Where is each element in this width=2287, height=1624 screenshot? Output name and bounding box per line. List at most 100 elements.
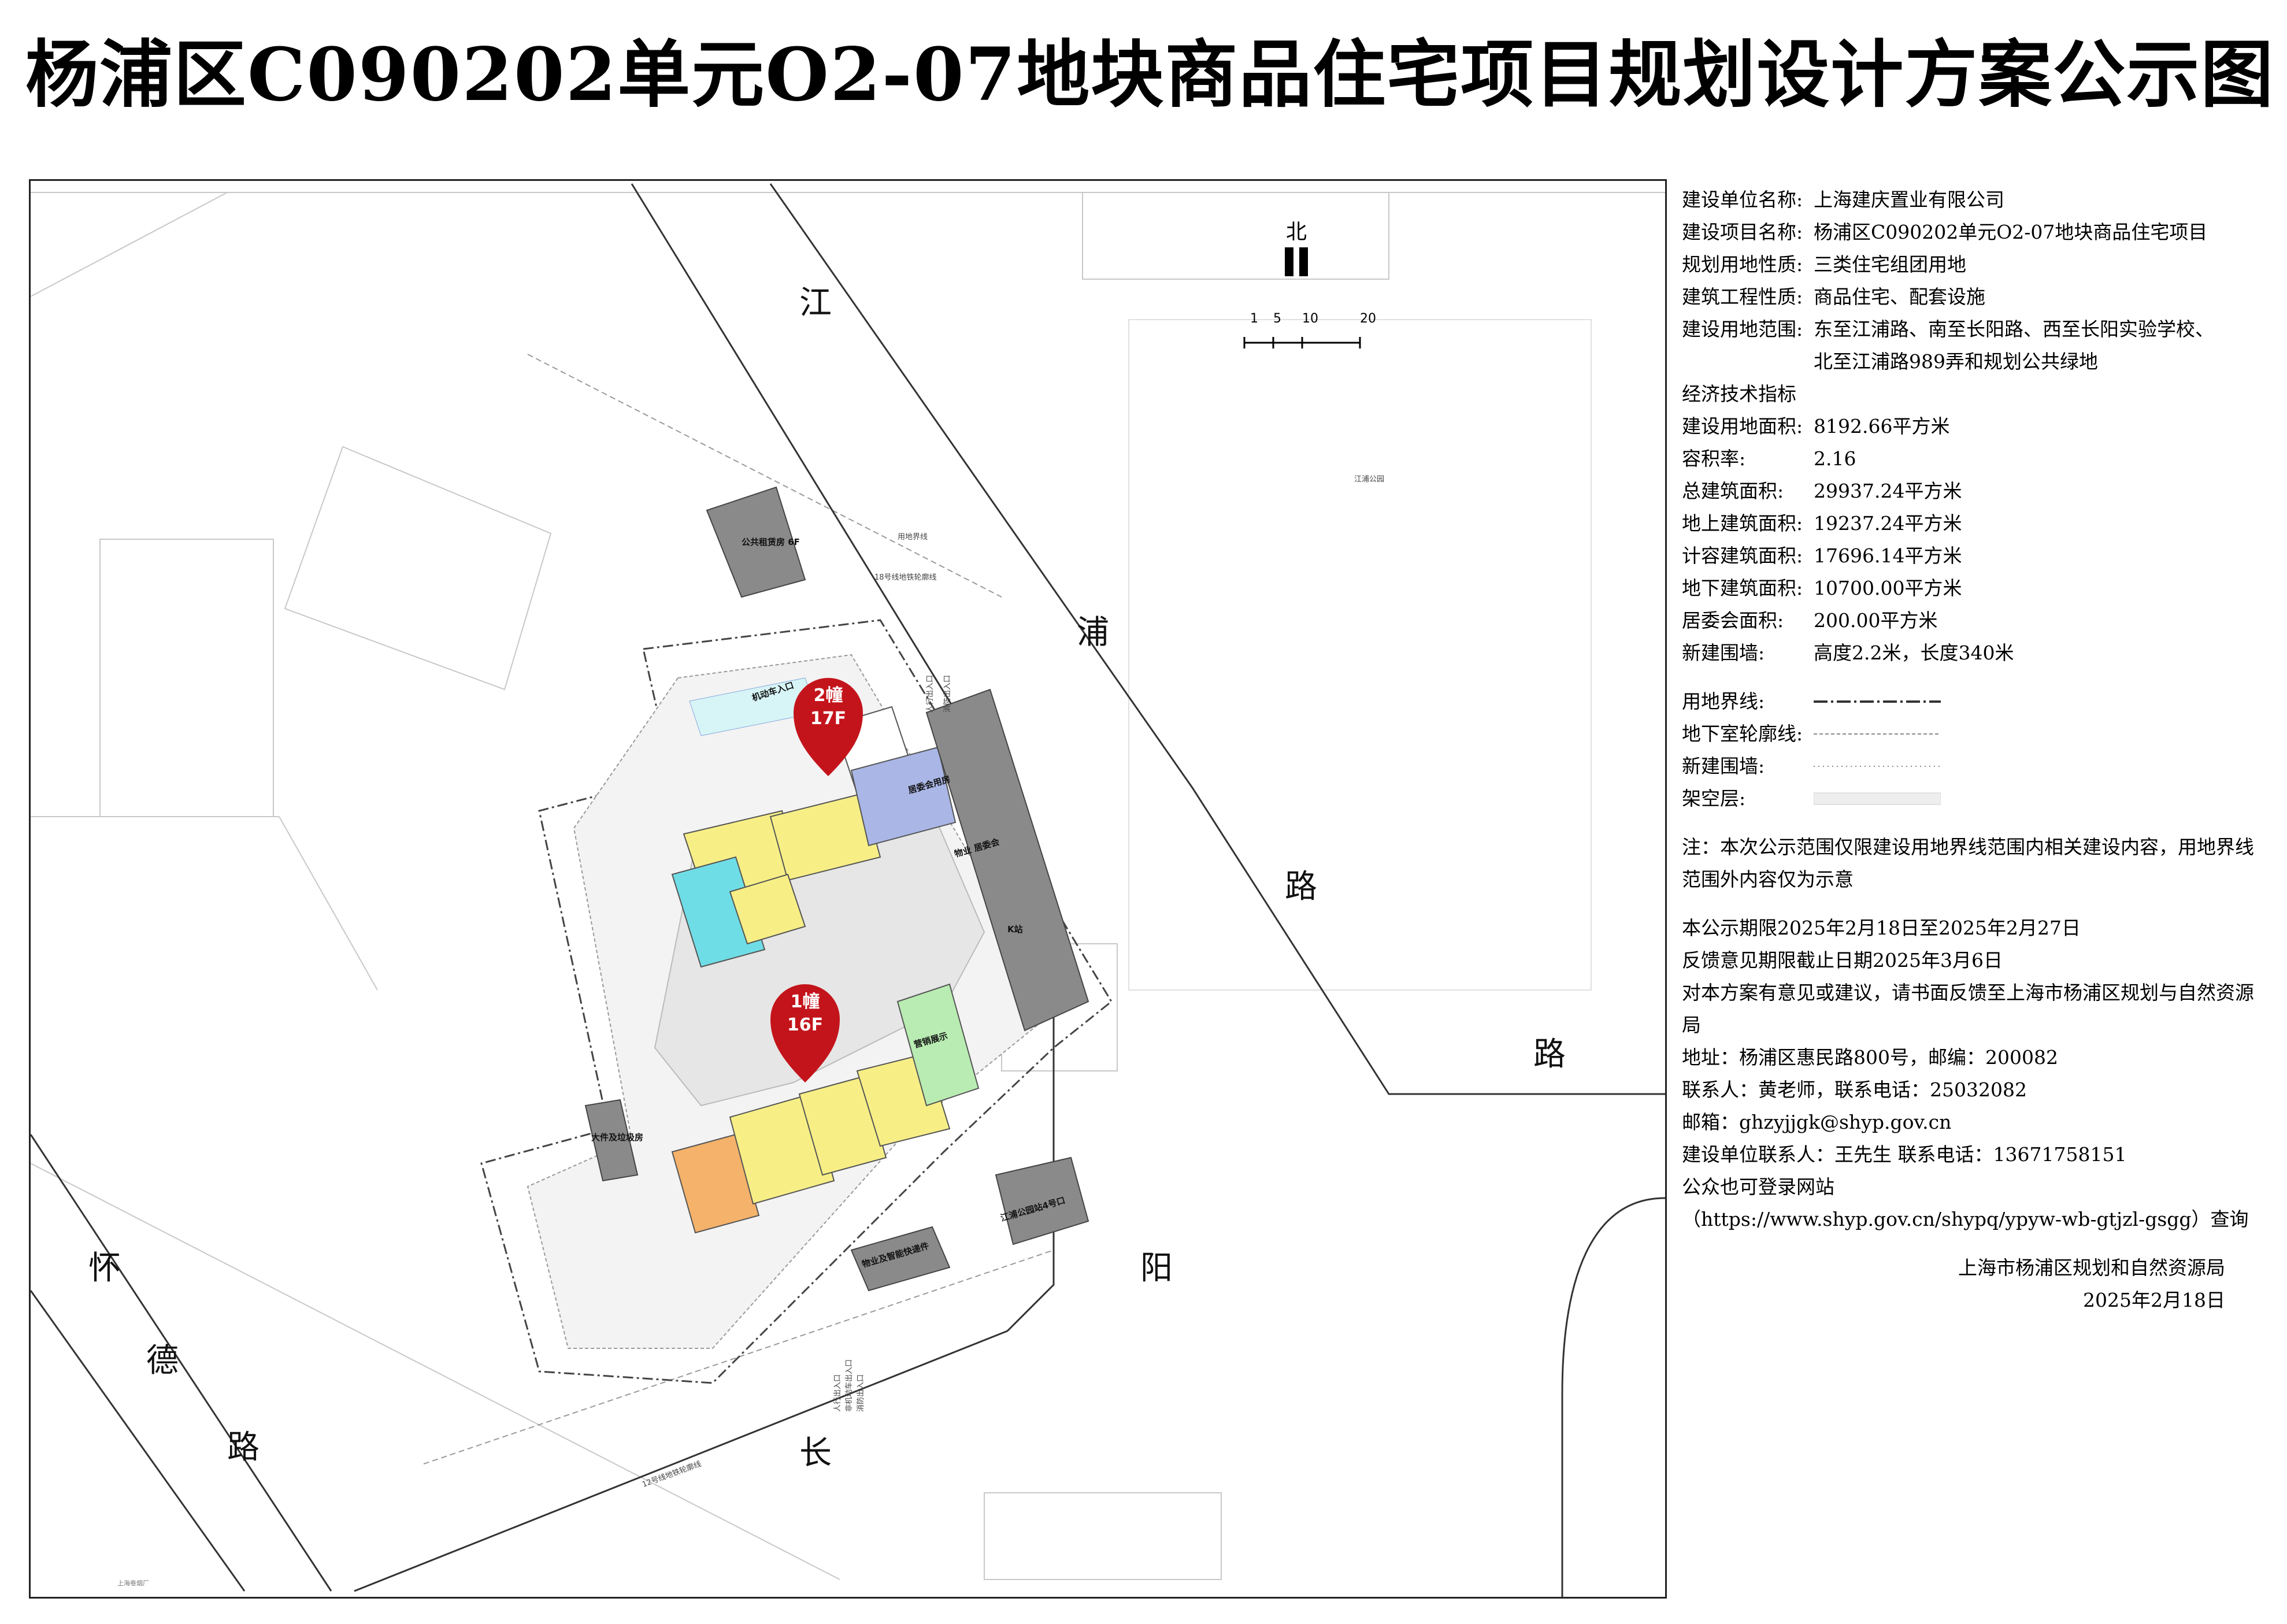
metric-key: 总建筑面积:	[1682, 480, 1784, 502]
legend-key: 架空层:	[1682, 787, 1746, 810]
scale-label-5: 5	[1273, 312, 1281, 326]
project-key: 建设项目名称:	[1682, 221, 1803, 243]
building-2-name: 2幢	[814, 685, 843, 706]
building-1-floors: 16F	[787, 1015, 823, 1035]
nature-value: 商品住宅、配套设施	[1814, 286, 1985, 308]
metric-key: 地下建筑面积:	[1682, 577, 1803, 599]
metric-value: 200.00平方米	[1814, 609, 1938, 632]
metric-key: 建设用地面积:	[1682, 415, 1803, 437]
line18-label: 18号线地铁轮廓线	[874, 573, 937, 582]
legend-key: 用地界线:	[1682, 690, 1765, 713]
building-1-marker[interactable]: 1幢 16F	[770, 984, 840, 1082]
site-plan-map[interactable]: 居委会用房 物业 居委会 K站 机动车入口 公共租赁房 6F 营销展示 大件及垃…	[29, 179, 1667, 1599]
road-char-yang: 阳	[1140, 1249, 1173, 1287]
metric-key: 新建围墙:	[1682, 642, 1765, 664]
metric-row: 容积率: 2.16	[1682, 443, 2266, 475]
scope-line-2: 北至江浦路989弄和规划公共绿地	[1814, 350, 2098, 373]
garbage-label: 大件及垃圾房	[591, 1132, 643, 1143]
info-panel: 建设单位名称:上海建庆置业有限公司 建设项目名称: 杨浦区C090202单元O2-…	[1682, 184, 2266, 1317]
jiangpu-station-building[interactable]	[995, 1156, 1089, 1245]
road-char-lu2: 路	[1533, 1036, 1566, 1073]
background-linework	[31, 192, 1665, 1580]
road-huaide	[31, 1134, 332, 1592]
legend-land-line	[1814, 700, 1941, 703]
bike-entrance-label: 非机动车出入口	[844, 1359, 854, 1412]
road-char-huai: 怀	[88, 1249, 121, 1287]
builder-contact: 建设单位联系人：王先生 联系电话：13671758151	[1682, 1143, 2127, 1166]
website-line: 公众也可登录网站	[1682, 1176, 1834, 1198]
date: 2025年2月18日	[2083, 1289, 2225, 1311]
metric-value: 29937.24平方米	[1814, 480, 1962, 502]
website[interactable]: （https://www.shyp.gov.cn/shypq/ypyw-wb-g…	[1682, 1208, 2249, 1230]
metric-row: 计容建筑面积:17696.14平方米	[1682, 540, 2266, 572]
road-jiangpu	[354, 183, 1665, 1597]
metric-row: 地上建筑面积:19237.24平方米	[1682, 507, 2266, 540]
scale-label-10: 10	[1302, 312, 1318, 326]
building-1[interactable]: 营销展示	[671, 983, 980, 1234]
jiangpu-garden-label: 江浦公园	[1354, 475, 1384, 484]
page-title: 杨浦区C090202单元O2-07地块商品住宅项目规划设计方案公示图	[25, 32, 2275, 117]
pedestrian-entrance2-label: 人行出入口	[833, 1374, 842, 1412]
issuer: 上海市杨浦区规划和自然资源局	[1958, 1256, 2225, 1279]
garbage-building[interactable]	[584, 1099, 639, 1182]
builder-row: 建设单位名称:上海建庆置业有限公司	[1682, 184, 2266, 216]
building-2-marker[interactable]: 2幢 17F	[794, 678, 863, 776]
legend-stilt-floor	[1814, 792, 1941, 805]
public-rental-label: 公共租赁房 6F	[742, 537, 800, 547]
address: 地址：杨浦区惠民路800号，邮编：200082	[1682, 1046, 2058, 1069]
project-value: 杨浦区C090202单元O2-07地块商品住宅项目	[1814, 221, 2208, 243]
metro-outline-lines	[423, 354, 1054, 1464]
scope-key: 建设用地范围:	[1682, 318, 1803, 340]
deadline: 反馈意见期限截止日期2025年3月6日	[1682, 949, 2003, 972]
property-smart-building[interactable]	[850, 1226, 951, 1292]
tobacco-factory-label: 上海卷烟厂	[117, 1579, 149, 1587]
land-use-key: 规划用地性质:	[1682, 253, 1803, 276]
legend-row: 新建围墙:	[1682, 750, 2266, 783]
metric-row: 居委会面积: 200.00平方米	[1682, 605, 2266, 637]
metric-row: 地下建筑面积: 10700.00平方米	[1682, 572, 2266, 605]
metric-row: 总建筑面积: 29937.24平方米	[1682, 475, 2266, 507]
legend-basement-line	[1814, 733, 1941, 735]
pedestrian-entrance-label: 人行出入口	[926, 675, 935, 713]
note: 注：本次公示范围仅限建设用地界线范围内相关建设内容，用地界线范围外内容仅为示意	[1682, 836, 2254, 891]
site-boundary	[480, 619, 1113, 1384]
email[interactable]: 邮箱：ghzyjjgk@shyp.gov.cn	[1682, 1111, 1952, 1133]
road-char-chang: 长	[799, 1434, 832, 1472]
metric-row: 建设用地面积:8192.66平方米	[1682, 410, 2266, 443]
nature-key: 建筑工程性质:	[1682, 286, 1803, 308]
metric-value: 19237.24平方米	[1814, 512, 1962, 535]
scope-row: 建设用地范围: 东至江浦路、南至长阳路、西至长阳实验学校、	[1682, 313, 2266, 346]
scale-bar: 1 5 10 20	[1243, 312, 1376, 348]
building-1-name: 1幢	[791, 992, 820, 1012]
scope-line-1: 东至江浦路、南至长阳路、西至长阳实验学校、	[1814, 318, 2214, 340]
metric-row: 新建围墙:高度2.2米，长度340米	[1682, 637, 2266, 669]
builder-value: 上海建庆置业有限公司	[1814, 188, 2004, 211]
fire-entrance-label: 消防出入口	[943, 675, 952, 713]
north-arrow: 北	[1285, 220, 1308, 276]
scope-row-2: 北至江浦路989弄和规划公共绿地	[1682, 346, 2266, 378]
metric-key: 容积率:	[1682, 447, 1746, 470]
metric-value: 2.16	[1814, 447, 1856, 470]
legend-key: 地下室轮廓线:	[1682, 722, 1803, 745]
legend-wall-line	[1814, 766, 1941, 767]
road-char-lu1: 路	[1285, 868, 1317, 906]
ka-label: K站	[1007, 924, 1023, 935]
metric-value: 17696.14平方米	[1814, 544, 1962, 567]
scale-label-1: 1	[1250, 312, 1258, 326]
nature-row: 建筑工程性质: 商品住宅、配套设施	[1682, 281, 2266, 313]
road-char-de: 德	[146, 1342, 179, 1380]
land-use-row: 规划用地性质:三类住宅组团用地	[1682, 249, 2266, 281]
public-rental-building[interactable]	[706, 486, 806, 598]
fire-entrance2-label: 消防出入口	[856, 1374, 865, 1412]
metric-key: 居委会面积:	[1682, 609, 1784, 632]
road-char-lu3: 路	[227, 1429, 260, 1466]
road-char-jiang: 江	[799, 284, 832, 322]
legend-row: 用地界线:	[1682, 685, 2266, 718]
road-char-pu: 浦	[1077, 614, 1109, 651]
metric-value: 10700.00平方米	[1814, 577, 1962, 599]
legend-row: 地下室轮廓线:	[1682, 718, 2266, 750]
econ-title: 经济技术指标	[1682, 383, 1796, 405]
land-line-label: 用地界线	[898, 533, 928, 542]
scale-label-20: 20	[1360, 312, 1376, 326]
contact: 联系人：黄老师，联系电话：25032082	[1682, 1078, 2027, 1101]
